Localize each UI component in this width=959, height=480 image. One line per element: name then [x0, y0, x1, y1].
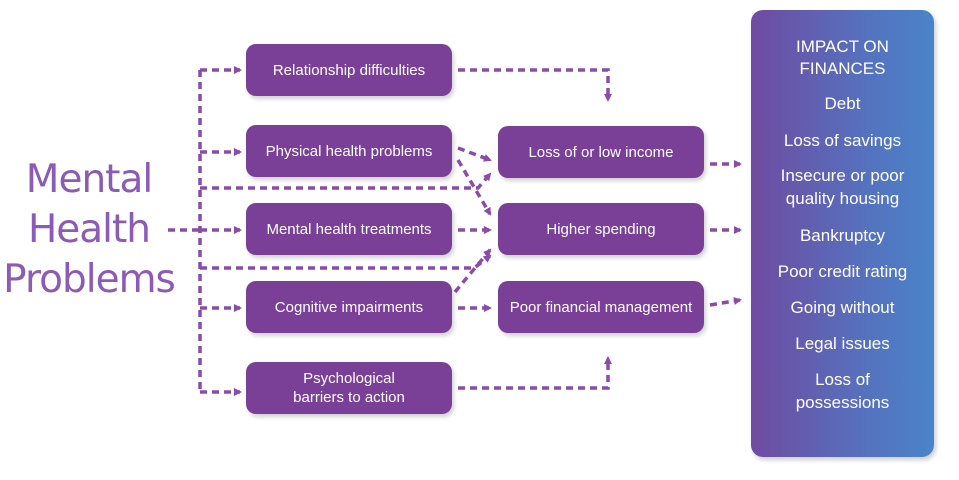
impact-on-finances-panel: IMPACT ON FINANCES Debt Loss of savings …	[751, 10, 934, 457]
cause-relationship-difficulties: Relationship difficulties	[246, 44, 452, 96]
arrow-trunk-to-income	[200, 172, 492, 190]
impact-item-legal-issues: Legal issues	[795, 334, 890, 353]
impact-item-bankruptcy: Bankruptcy	[799, 226, 886, 245]
cause-psychological-barriers: Psychological barriers to action	[246, 362, 452, 414]
cause-mental-health-treatments: Mental health treatments	[246, 203, 452, 255]
cause-cognitive-impairments: Cognitive impairments	[246, 281, 452, 333]
impact-item-going-without: Going without	[790, 298, 895, 317]
effect-higher-spending: Higher spending	[498, 203, 704, 255]
impact-item-debt: Debt	[824, 94, 861, 113]
arrow-trunk-to-spending	[200, 254, 492, 270]
arrow-relationship-to-income	[458, 68, 612, 102]
arrow-physical-to-spending	[456, 159, 492, 216]
impact-item-credit-rating: Poor credit rating	[777, 262, 908, 281]
impact-item-loss-of-possessions: Loss of possessions	[795, 370, 890, 412]
impact-item-housing: Insecure or poor quality housing	[780, 166, 905, 208]
cause-physical-health-problems: Physical health problems	[246, 125, 452, 177]
mental-health-problems-label: Mental Health Problems	[3, 157, 176, 302]
arrow-physical-to-income	[457, 146, 492, 162]
impact-item-loss-of-savings: Loss of savings	[783, 131, 902, 150]
effect-poor-financial-management: Poor financial management	[498, 281, 704, 333]
arrow-cognitive-to-spending	[453, 248, 492, 294]
effect-loss-of-income: Loss of or low income	[498, 126, 704, 178]
impact-title: IMPACT ON FINANCES	[796, 37, 889, 78]
arrow-psychological-to-management	[458, 356, 612, 390]
arrow-management-to-impact	[709, 297, 742, 307]
